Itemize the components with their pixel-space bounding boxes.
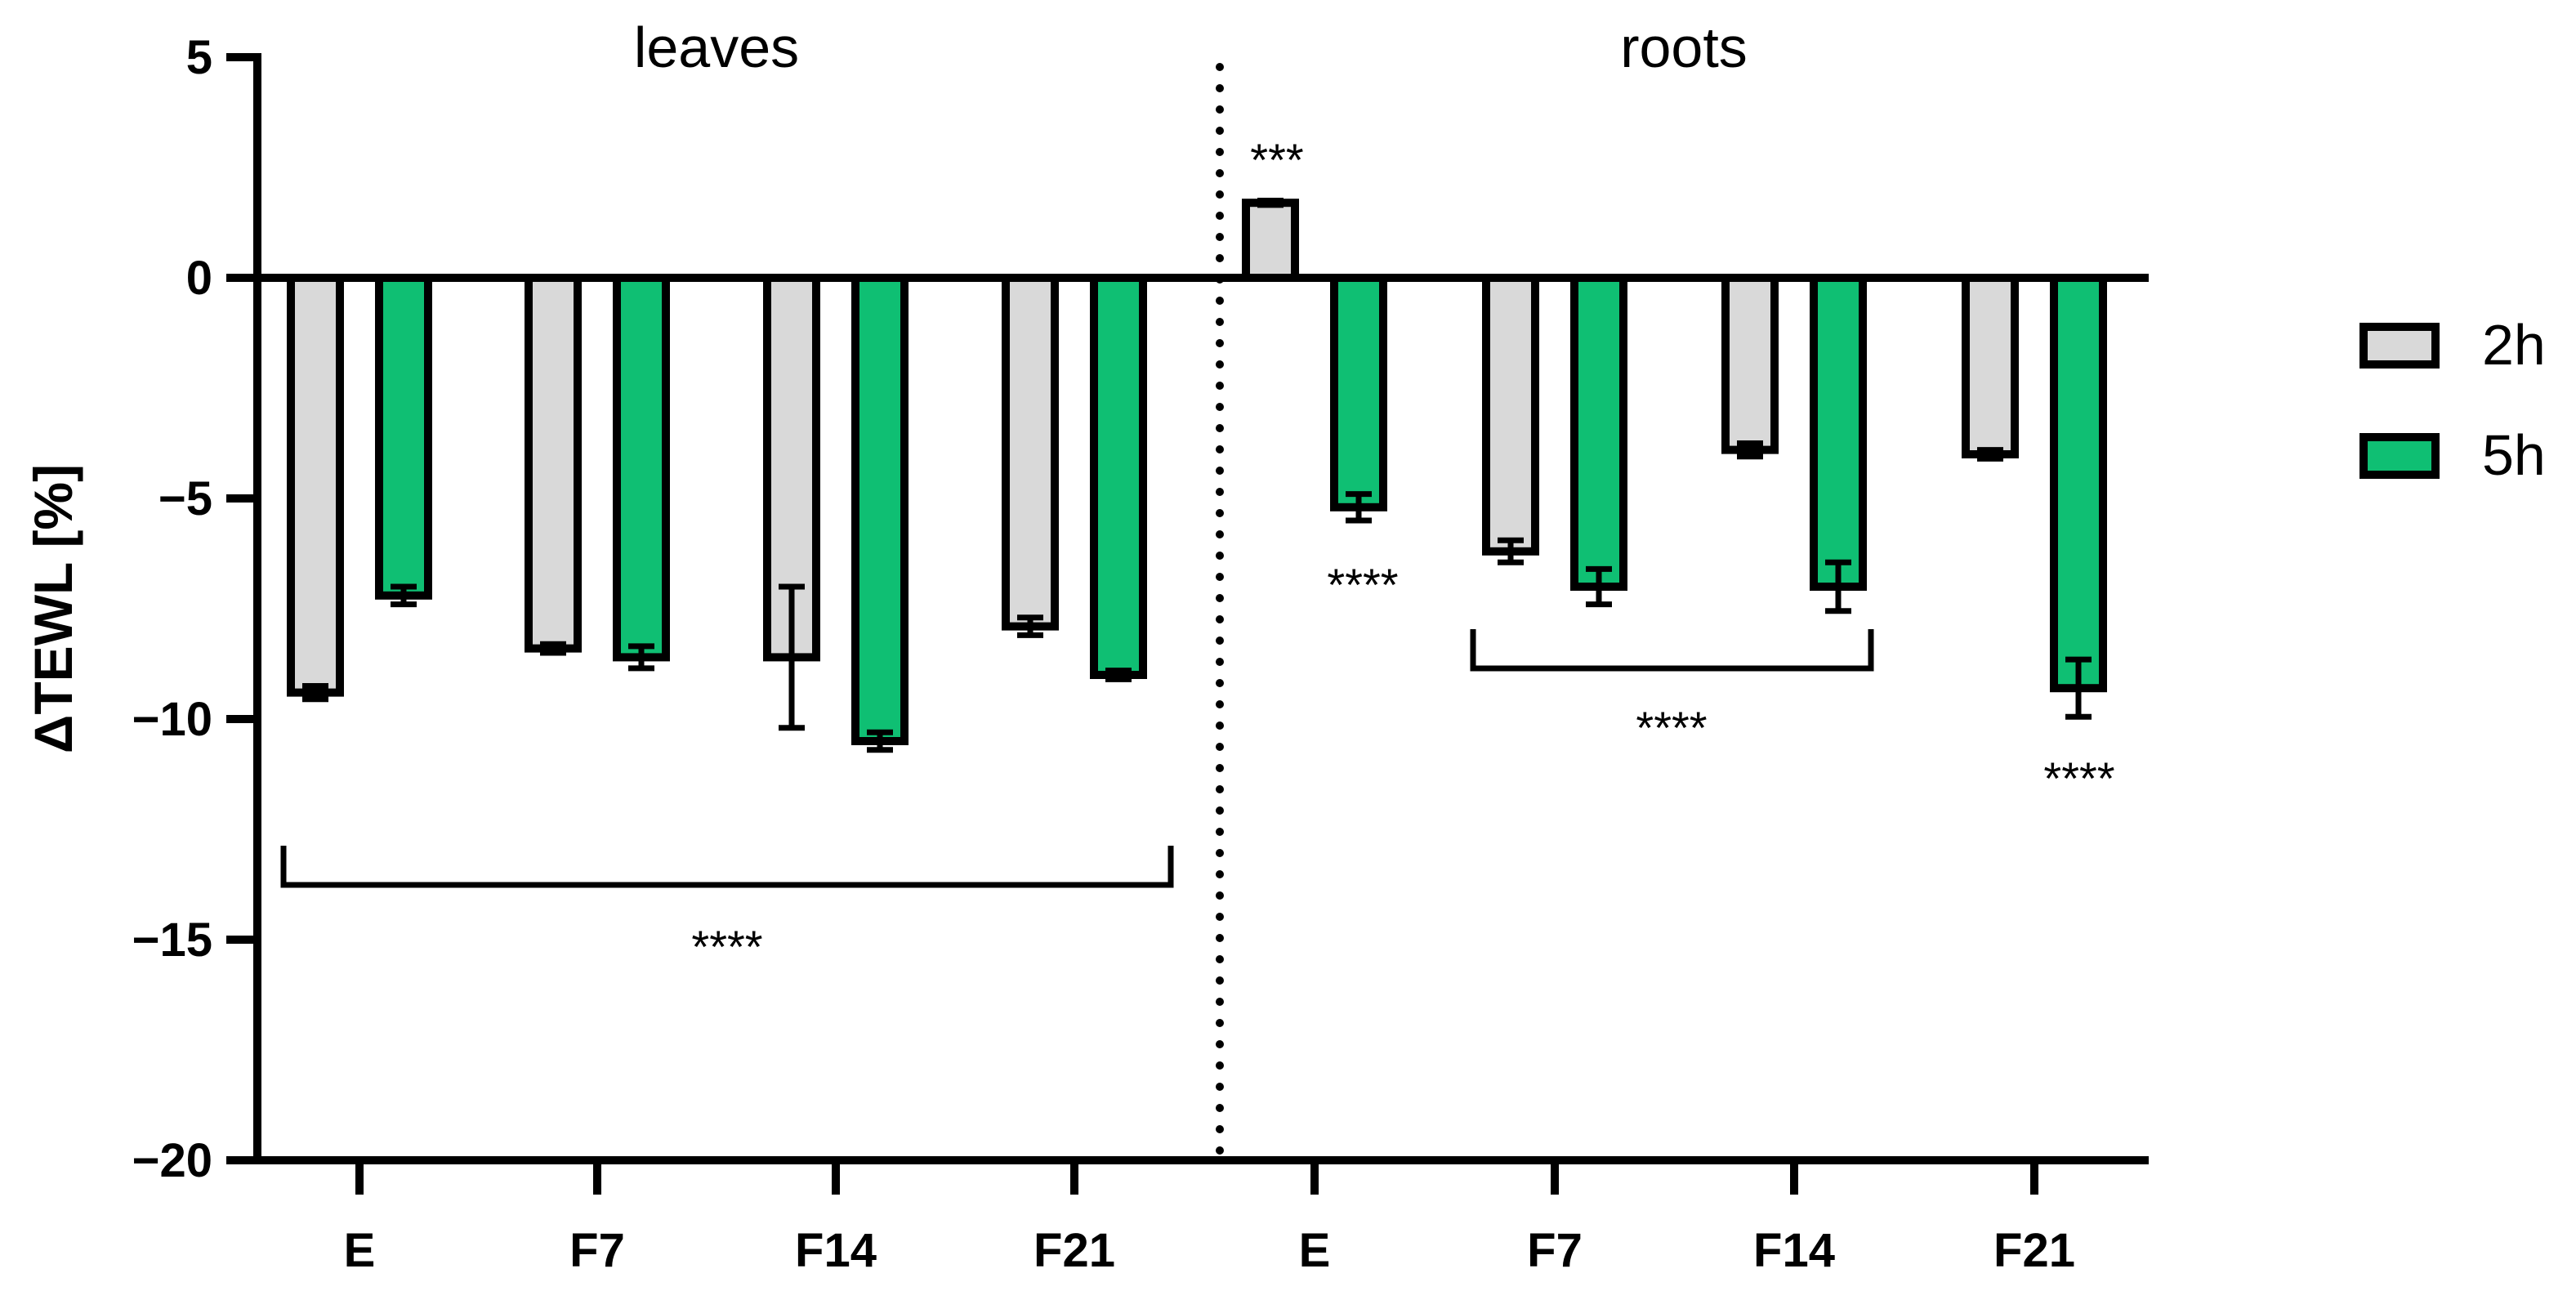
y-tick-label: −15	[132, 914, 212, 967]
group-label-roots: roots	[1620, 16, 1748, 79]
x-category-label: F7	[569, 1224, 625, 1277]
bracket-leaves	[280, 846, 1174, 888]
bar-2h-3	[1002, 274, 1059, 631]
y-axis-title: ΔTEWL [%]	[23, 464, 83, 753]
bar-2h-1	[525, 274, 582, 653]
bar-5h-4	[1330, 274, 1387, 512]
legend-label-2h: 2h	[2482, 313, 2546, 377]
x-category-label: F21	[1993, 1224, 2075, 1277]
significance-label: ****	[2043, 753, 2114, 804]
bar-2h-7	[1962, 274, 2019, 458]
x-category-label: F14	[795, 1224, 877, 1277]
annotations-layer: *******************	[280, 134, 2115, 972]
y-tick-label: 0	[186, 252, 212, 305]
group-label-leaves: leaves	[634, 16, 799, 79]
bar-5h-1	[613, 274, 670, 662]
significance-label: ***	[1250, 134, 1303, 185]
bar-5h-0	[375, 274, 432, 600]
bar-2h-6	[1721, 274, 1779, 454]
bar-5h-5	[1570, 274, 1627, 591]
legend-swatch-5h	[2359, 433, 2440, 479]
significance-label: ****	[1636, 702, 1707, 753]
bar-5h-3	[1090, 274, 1147, 679]
bar-2h-5	[1482, 274, 1539, 556]
y-tick-label: −10	[132, 693, 212, 746]
bar-5h-6	[1810, 274, 1867, 591]
legend-label-5h: 5h	[2482, 423, 2546, 487]
legend-swatch-2h	[2359, 323, 2440, 369]
bracket-roots	[1470, 629, 1874, 672]
y-tick-label: −5	[158, 472, 212, 525]
bar-2h-4	[1242, 199, 1299, 282]
x-category-label: E	[344, 1224, 376, 1277]
significance-label: ****	[1327, 559, 1398, 610]
bar-5h-7	[2050, 274, 2107, 693]
axes-layer: 5 0 −5 −10 −15 −20E F7 F14 F21 E F7 F14 F21 leaves roo…	[132, 16, 2149, 1277]
x-category-label: E	[1299, 1224, 1331, 1277]
legend: 2h 5h	[2359, 313, 2546, 487]
bar-2h-0	[287, 274, 344, 697]
x-category-label: F14	[1753, 1224, 1835, 1277]
bar-5h-2	[851, 274, 909, 745]
significance-label: ****	[691, 921, 762, 972]
y-tick-label: −20	[132, 1134, 212, 1187]
x-category-label: F7	[1527, 1224, 1583, 1277]
y-tick-label: 5	[186, 31, 212, 84]
x-category-label: F21	[1034, 1224, 1115, 1277]
